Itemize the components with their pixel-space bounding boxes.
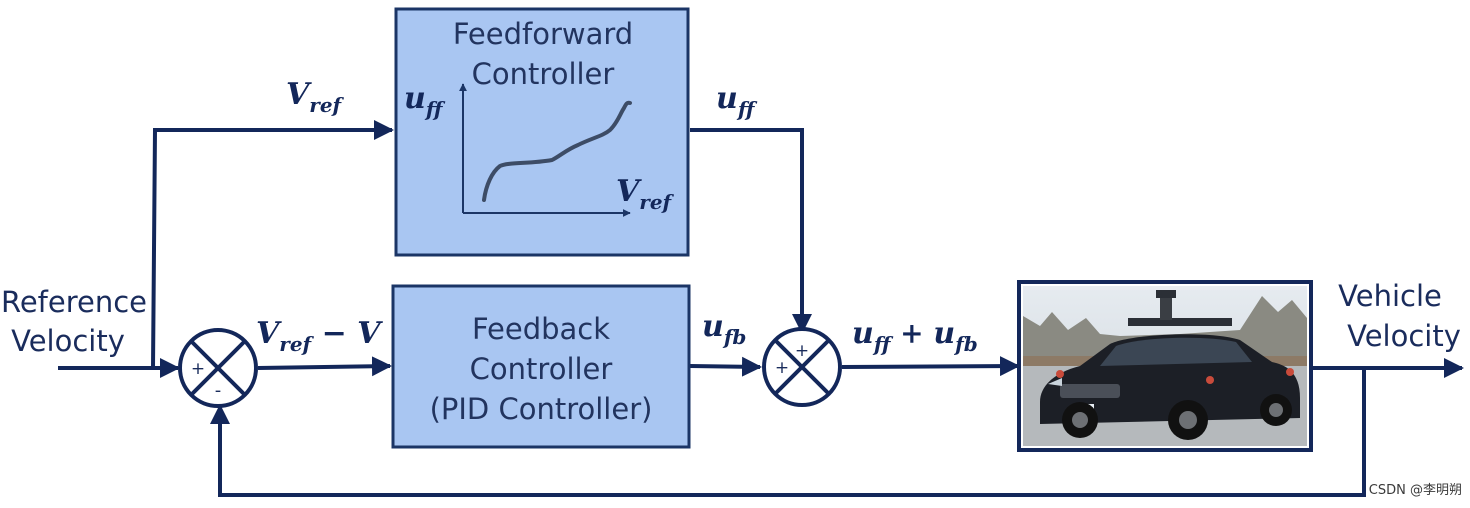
feedforward-block: Feedforward Controller uff Vref [394,7,690,257]
vehicle-block [1017,280,1313,452]
feedback-path-line [210,368,1366,497]
feedforward-map-curve [482,100,632,202]
feedback-line3: (PID Controller) [430,392,653,426]
vehicle-photo [1023,286,1307,446]
error-label: Vref − V [256,316,383,356]
vehicle-velocity-line2: Velocity [1347,319,1461,353]
feedback-line1: Feedback [472,312,610,346]
vref-feedforward-line [151,120,394,369]
feedforward-title-line1: Feedforward [453,17,633,51]
feedforward-title-line2: Controller [472,57,615,91]
signal-lines [58,120,1464,497]
vref-label: Vref [286,77,345,117]
ufb-line [689,356,762,377]
sum1-plus-sign: + [191,359,205,379]
uff-line [690,128,812,334]
error-line [257,356,392,377]
sum2-plus-top: + [795,341,809,361]
watermark: CSDN @李明朔 [1369,483,1462,498]
sum1-minus-sign: - [215,380,222,401]
summing-junction-1: + - [178,328,258,408]
feedback-line2: Controller [470,352,613,386]
graph-x-label: Vref [616,174,675,214]
control-sum-label: uff + ufb [852,316,978,356]
reference-velocity-line2: Velocity [11,324,125,358]
sum2-plus-left: + [775,358,789,378]
graph-y-label: uff [404,81,446,121]
vehicle-velocity-line1: Vehicle [1338,279,1442,313]
uff-label: uff [716,81,758,121]
feedback-block: Feedback Controller (PID Controller) [391,284,691,449]
reference-velocity-line1: Reference [1,285,147,319]
summing-junction-2: + + [762,327,842,407]
ufb-label: ufb [702,309,746,349]
sum-output-line [841,356,1020,377]
